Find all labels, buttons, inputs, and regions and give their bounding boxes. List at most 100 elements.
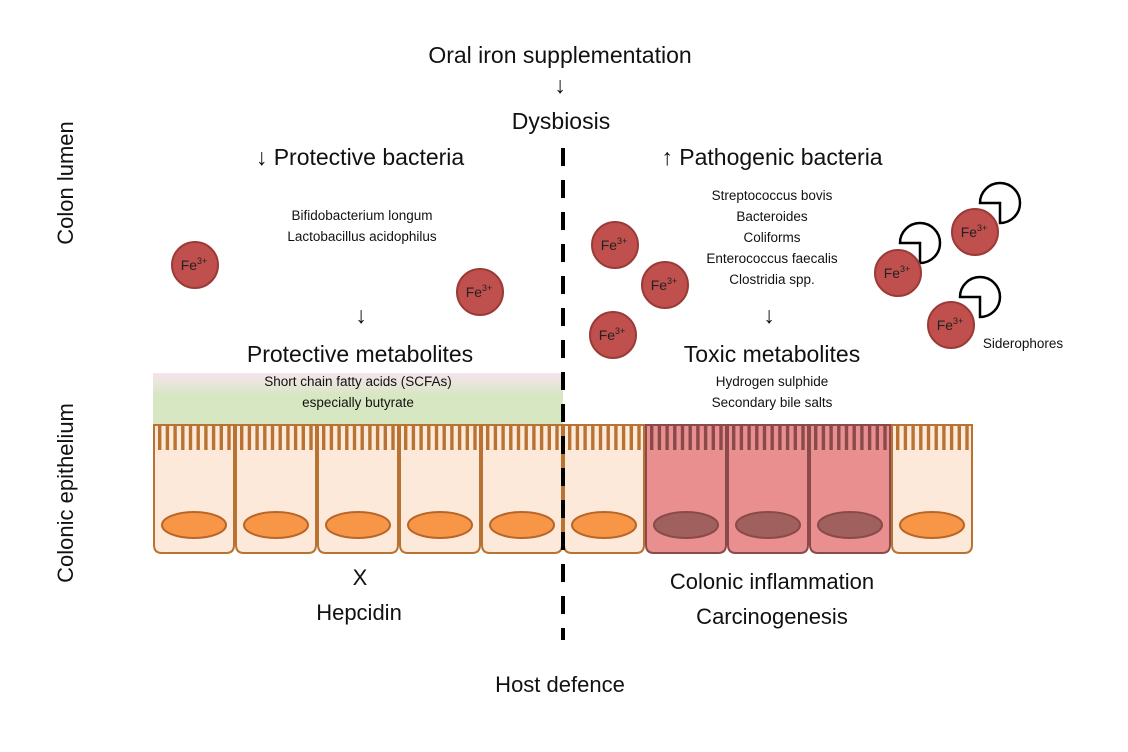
epithelial-cell [481, 424, 563, 554]
nucleus [325, 511, 391, 539]
inflamed-cell [809, 424, 891, 554]
microvillus [204, 426, 208, 450]
nucleus [489, 511, 555, 539]
microvillus [404, 426, 408, 450]
microvillus [934, 426, 938, 450]
microvillus [911, 426, 915, 450]
microvillus [591, 426, 595, 450]
microvillus [450, 426, 454, 450]
svg-text:Fe3+: Fe3+ [599, 326, 626, 343]
microvillus [575, 426, 580, 450]
microvillus [486, 426, 490, 450]
siderophore-icon [898, 221, 942, 265]
microvillus [509, 426, 513, 450]
microvillus [181, 426, 185, 450]
nucleus [653, 511, 719, 539]
microvillus [844, 426, 849, 450]
nucleus [735, 511, 801, 539]
nucleus [817, 511, 883, 539]
microvillus [957, 426, 961, 450]
microvillus [293, 426, 298, 450]
colonic-epithelium-label: Colonic epithelium [53, 403, 78, 583]
microvillus [688, 426, 692, 450]
microvillus [719, 426, 723, 450]
microvillus [263, 426, 267, 450]
microvillus [337, 426, 341, 450]
arrow-down-icon: ↓ [554, 72, 566, 98]
microvillus [696, 426, 700, 450]
microvillus [629, 426, 633, 450]
microvillus [852, 426, 856, 450]
microvillus [650, 426, 654, 450]
svg-text:Fe3+: Fe3+ [181, 256, 208, 273]
microvillus [903, 426, 908, 450]
microvillus [329, 426, 334, 450]
list-item: Coliforms [743, 230, 801, 245]
svg-text:Fe3+: Fe3+ [601, 236, 628, 253]
microvillus [762, 426, 767, 450]
microvillus [501, 426, 505, 450]
iron-ion-icon: Fe3+ [591, 221, 639, 269]
iron-particles: Fe3+Fe3+Fe3+Fe3+Fe3+Fe3+Fe3+Fe3+ [171, 208, 999, 359]
list-item: Streptococcus bovis [711, 188, 833, 203]
list-item: Bifidobacterium longum [291, 208, 433, 223]
list-item: especially butyrate [302, 395, 414, 410]
microvillus [516, 426, 521, 450]
title: Oral iron supplementation [428, 42, 692, 68]
microvillus [532, 426, 536, 450]
hepcidin-label: Hepcidin [316, 600, 402, 625]
epithelial-cell [153, 424, 235, 554]
microvillus [621, 426, 626, 450]
arrow-down-icon: ↓ [355, 302, 367, 328]
nucleus [899, 511, 965, 539]
microvillus [391, 426, 395, 450]
epithelial-cell [891, 424, 973, 554]
siderophore-icon [978, 181, 1022, 225]
microvillus [211, 426, 216, 450]
microvillus [711, 426, 715, 450]
epithelial-cell [235, 424, 317, 554]
microvillus [732, 426, 736, 450]
microvillus [598, 426, 603, 450]
microvillus [665, 426, 669, 450]
microvillus [949, 426, 954, 450]
list-item: Hydrogen sulphide [715, 374, 829, 389]
protective-bacteria-list: Bifidobacterium longum Lactobacillus aci… [287, 205, 436, 247]
dysbiosis-label: Dysbiosis [511, 108, 611, 134]
nucleus [243, 511, 309, 539]
microvillus [778, 426, 782, 450]
microvillus [473, 426, 477, 450]
microvillus [896, 426, 900, 450]
inflamed-cell [645, 424, 727, 554]
microvillus [801, 426, 805, 450]
list-item: Bacteroides [736, 209, 808, 224]
inflamed-cell [727, 424, 809, 554]
microvillus [793, 426, 797, 450]
microvillus [434, 426, 439, 450]
microvillus [493, 426, 498, 450]
microvillus [821, 426, 826, 450]
microvillus [539, 426, 544, 450]
microvillus [419, 426, 423, 450]
iron-ion-icon: Fe3+ [171, 241, 219, 289]
microvillus [657, 426, 662, 450]
protective-metabolites-heading: Protective metabolites [246, 341, 474, 367]
iron-ion-icon: Fe3+ [874, 249, 922, 297]
microvillus [286, 426, 290, 450]
microvillus [165, 426, 170, 450]
svg-text:Fe3+: Fe3+ [884, 264, 911, 281]
microvillus [680, 426, 685, 450]
microvillus [278, 426, 282, 450]
iron-ion-icon: Fe3+ [641, 261, 689, 309]
microvillus [883, 426, 887, 450]
list-item: Secondary bile salts [711, 395, 833, 410]
microvillus [219, 426, 223, 450]
microvillus [247, 426, 252, 450]
microvillus [926, 426, 931, 450]
microvillus [457, 426, 462, 450]
microvillus [568, 426, 572, 450]
microvillus [255, 426, 259, 450]
microvillus [368, 426, 372, 450]
microvillus [442, 426, 446, 450]
